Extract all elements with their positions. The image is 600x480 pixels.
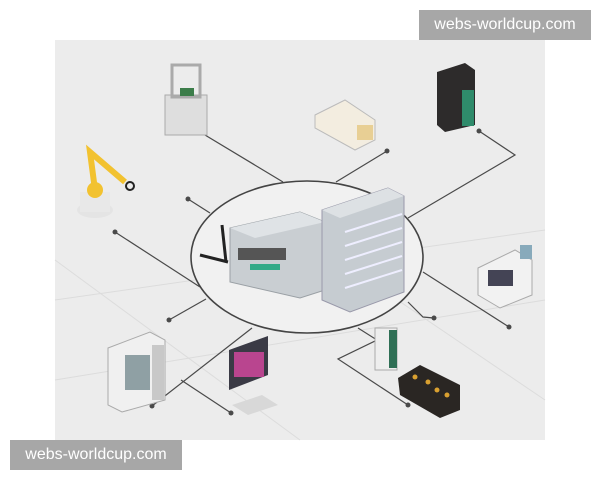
smt-machine	[477, 245, 533, 309]
edge-gateway	[199, 211, 326, 299]
robot-arm	[77, 144, 135, 218]
watermark-top: webs-worldcup.com	[419, 10, 591, 40]
connection-lines	[114, 130, 517, 414]
server-cabinet	[437, 63, 475, 132]
io-chassis	[321, 187, 405, 313]
conveyor-module	[398, 365, 460, 418]
cnc-machine	[107, 331, 166, 413]
hmi-terminal	[229, 336, 278, 415]
io-module	[374, 327, 398, 371]
pick-and-place-machine	[164, 63, 208, 136]
watermark-bottom: webs-worldcup.com	[10, 440, 182, 470]
gripper-module	[314, 99, 376, 151]
